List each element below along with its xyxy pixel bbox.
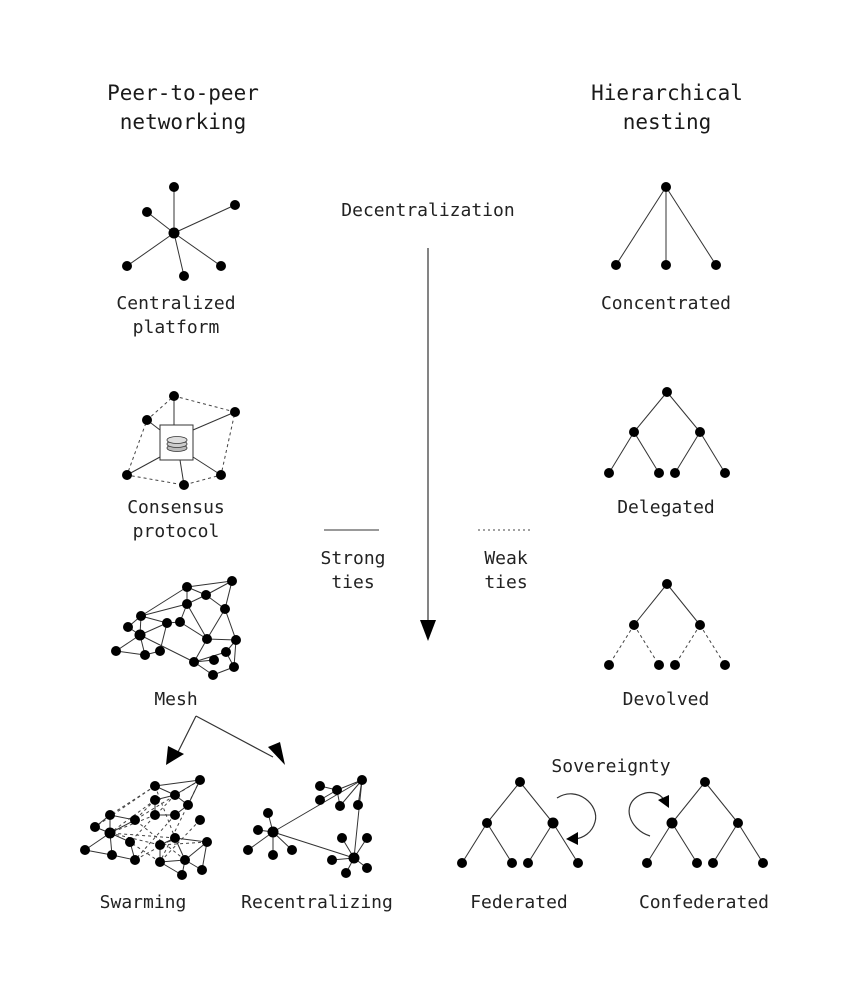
decentralization-arrow [420,248,436,641]
legend-weak-label-2: ties [484,572,527,593]
recentralizing-label: Recentralizing [241,892,393,913]
devolved-tree [604,579,730,670]
decentralization-label: Decentralization [341,200,514,221]
left-header-line-2: networking [120,110,246,134]
centralized-label-1: Centralized [116,293,235,314]
delegated-tree [604,387,730,478]
swarming-label: Swarming [100,892,187,913]
sovereignty-label: Sovereignty [551,756,670,777]
confederated-rotation-arrow-icon [628,791,669,837]
right-header-line-1: Hierarchical [591,81,743,105]
confederated-tree [642,777,768,868]
mesh-label: Mesh [154,689,197,710]
consensus-label-1: Consensus [127,497,225,518]
legend-weak-ties: Weak ties [478,529,532,593]
legend-strong-label-1: Strong [320,548,385,569]
centralized-platform-network [122,182,240,281]
legend-strong-label-2: ties [331,572,374,593]
legend-strong-ties: Strong ties [320,529,386,593]
consensus-protocol-network [122,391,240,490]
confederated-label: Confederated [639,892,769,913]
database-icon [166,436,188,452]
left-header-line-1: Peer-to-peer [107,81,259,105]
federated-label: Federated [470,892,568,913]
devolved-label: Devolved [623,689,710,710]
recentralizing-network [243,775,372,878]
consensus-label-2: protocol [133,521,220,542]
federated-rotation-arrow-icon [556,793,597,845]
delegated-label: Delegated [617,497,715,518]
swarming-network [80,775,212,880]
split-arrows [166,715,285,765]
concentrated-label: Concentrated [601,293,731,314]
mesh-network [111,576,241,680]
right-header-line-2: nesting [623,110,712,134]
federated-tree [457,777,583,868]
legend-weak-label-1: Weak [484,548,528,569]
concentrated-tree [611,182,721,270]
centralized-label-2: platform [133,317,220,338]
